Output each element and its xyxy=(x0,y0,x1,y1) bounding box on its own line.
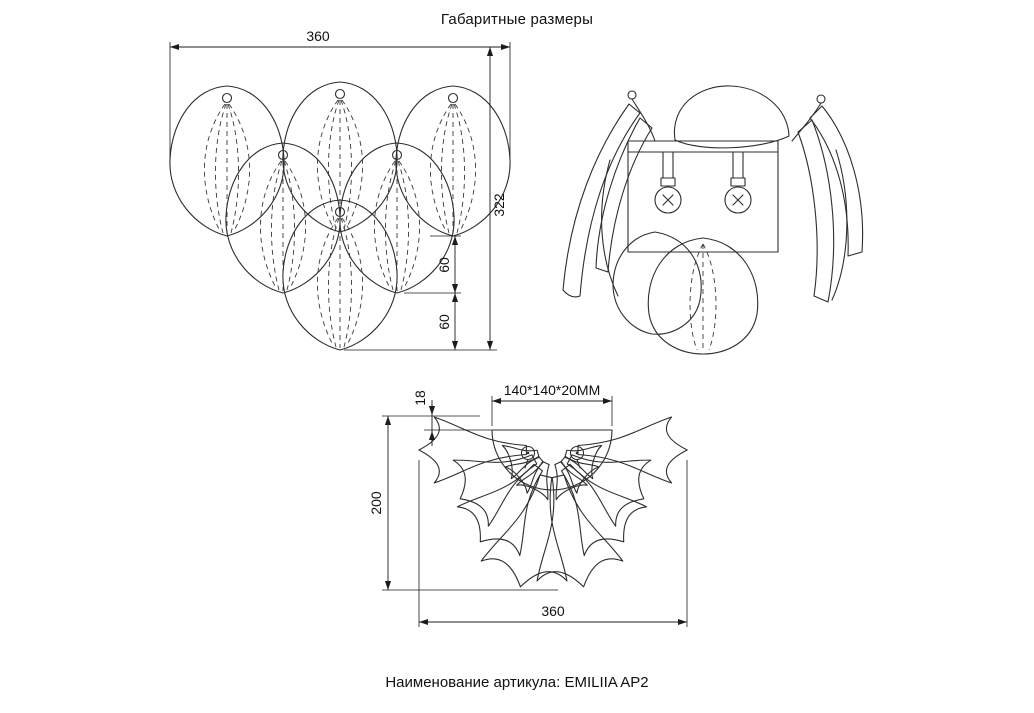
lamp-holder-left-center xyxy=(526,451,530,455)
dim-plate-offset-label: 18 xyxy=(412,390,428,406)
side-petal-bottom-front xyxy=(648,238,758,354)
dim-front-lower-segment-label: 60 xyxy=(436,314,452,330)
lamp-socket-left xyxy=(655,152,681,213)
article-value: EMILIIA AP2 xyxy=(564,674,649,691)
dim-top-depth: 200 xyxy=(368,415,558,591)
hook-left xyxy=(628,91,636,99)
bracket-frame xyxy=(628,141,778,252)
side-petal-right-inner xyxy=(798,120,834,302)
dim-plate-offset: 18 xyxy=(412,390,492,446)
front-view: 360 322 60 60 xyxy=(169,28,511,351)
top-view: 140*140*20MM 18 200 xyxy=(368,382,688,627)
glass-petal xyxy=(282,199,398,351)
side-petal-left-inner xyxy=(596,118,652,272)
mounting-plate xyxy=(492,430,612,490)
article-label: Наименование артикула: xyxy=(385,674,561,691)
side-petal-right-outer xyxy=(810,106,863,256)
hook-right xyxy=(817,95,825,103)
article-line: Наименование артикула: EMILIIA AP2 xyxy=(0,674,1034,691)
side-view xyxy=(563,86,863,354)
dim-top-width: 360 xyxy=(418,460,688,627)
trumpet-petal xyxy=(551,425,662,533)
dim-plate-size-label: 140*140*20MM xyxy=(504,382,601,398)
dim-front-height-label: 322 xyxy=(491,193,507,217)
petal-fan xyxy=(418,416,688,598)
lamp-socket-right xyxy=(725,152,751,213)
side-petal-top xyxy=(674,86,789,148)
holder-stem-left xyxy=(525,460,528,469)
dim-front-segments: 60 60 xyxy=(404,235,461,350)
side-petal-left-outer xyxy=(563,104,640,297)
wire-right xyxy=(792,103,821,141)
wire-left xyxy=(632,99,655,141)
dim-plate-size: 140*140*20MM xyxy=(491,382,613,426)
side-petal-bottom-back xyxy=(613,232,701,334)
dim-front-height: 322 xyxy=(344,47,507,351)
side-petal-right-flow xyxy=(832,150,847,300)
dim-front-upper-segment-label: 60 xyxy=(436,257,452,273)
page-title: Габаритные размеры xyxy=(440,11,594,28)
glass-petal xyxy=(169,85,285,237)
dim-front-width-label: 360 xyxy=(306,28,330,44)
trumpet-petal xyxy=(442,425,553,533)
dim-front-width: 360 xyxy=(169,28,511,158)
dim-top-width-label: 360 xyxy=(541,603,565,619)
dim-top-depth-label: 200 xyxy=(368,491,384,515)
